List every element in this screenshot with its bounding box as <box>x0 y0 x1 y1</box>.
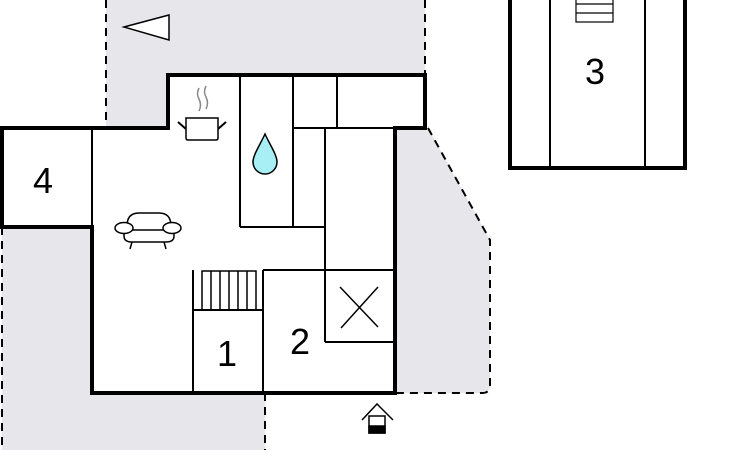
room-label-4: 4 <box>33 160 53 201</box>
interior-walls <box>91 75 395 393</box>
bathroom-water-drop-icon <box>252 132 278 175</box>
room-label-3: 3 <box>585 51 605 92</box>
annex-building <box>508 0 687 170</box>
annex-stairs-icon <box>575 0 614 23</box>
room-label-2: 2 <box>290 321 310 362</box>
direction-arrow-icon <box>121 14 170 41</box>
entrance-icon <box>361 402 394 434</box>
kitchen-pot-icon <box>177 85 227 141</box>
storage-x-icon <box>339 286 379 329</box>
living-room-sofa-icon <box>114 212 182 250</box>
terrace-top <box>106 0 425 128</box>
main-building-walls <box>0 73 427 395</box>
room-label-1: 1 <box>217 333 237 374</box>
terrace-right <box>395 128 490 393</box>
stairs-icon <box>201 270 257 310</box>
terrace-boundaries <box>1 0 491 450</box>
